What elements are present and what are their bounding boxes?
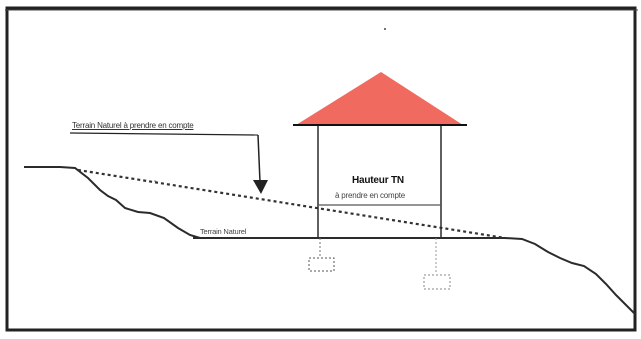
hauteur-tn-label: Hauteur TN <box>352 175 404 186</box>
terrain-naturel-a-prendre-label: Terrain Naturel à prendre en compte <box>72 121 194 130</box>
diagram-frame <box>5 6 637 332</box>
terrain-dotted-line <box>77 168 506 240</box>
terrain-natural-profile <box>24 166 636 315</box>
annotation-arrowhead <box>253 180 268 194</box>
a-prendre-en-compte-label: à prendre en compte <box>335 191 406 200</box>
annotation-leader-line <box>69 132 259 136</box>
right-footing <box>423 274 451 290</box>
left-footing <box>308 257 335 272</box>
speck-mark <box>384 28 386 30</box>
speck-mark <box>154 180 156 182</box>
annotation-arrow-shaft <box>257 134 261 183</box>
house-roof <box>296 72 463 125</box>
terrain-naturel-label: Terrain Naturel <box>200 227 247 236</box>
